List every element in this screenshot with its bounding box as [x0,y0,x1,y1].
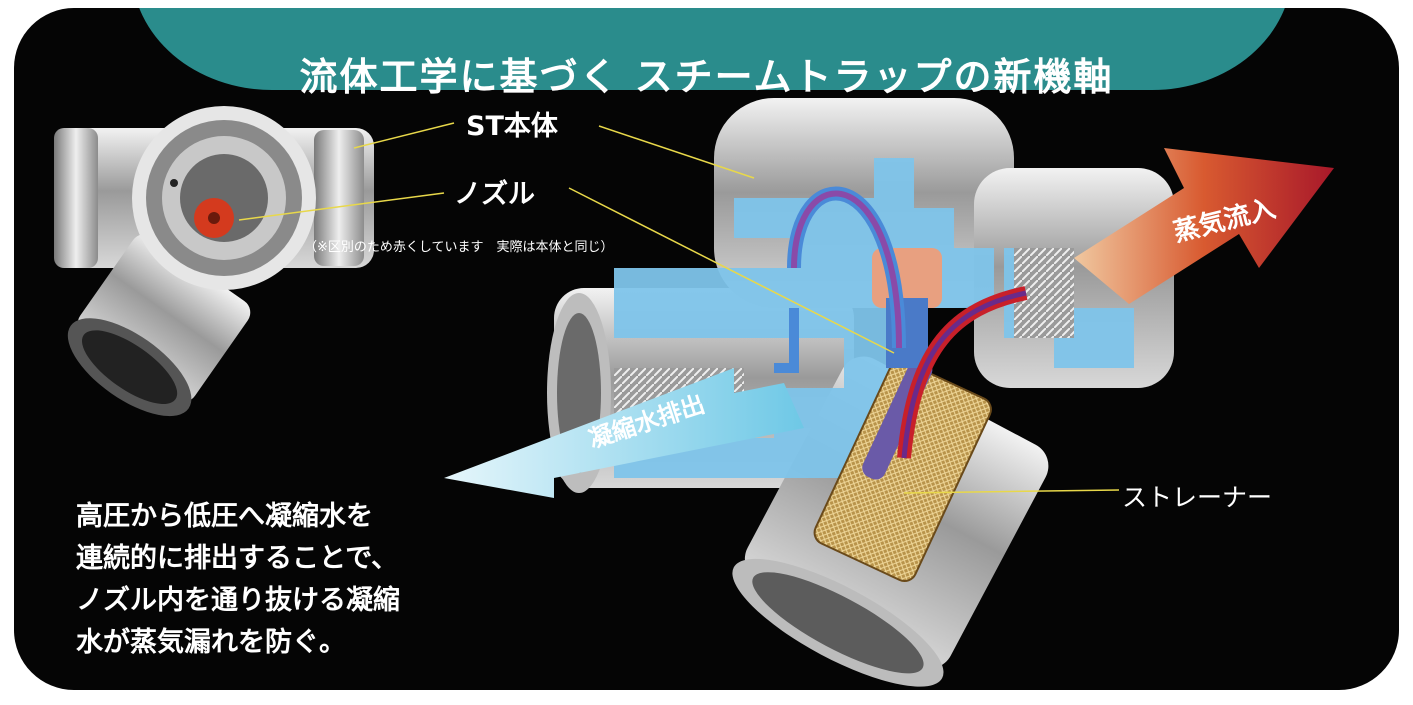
description-line: 連続的に排出することで、 [76,543,399,574]
nozzle-note: （※区別のため赤くしています 実際は本体と同じ） [304,240,614,255]
description-line: ノズル内を通り抜ける凝縮 [76,585,400,616]
illustration [54,98,1334,687]
title-tab [132,8,1292,90]
nozzle-label: ノズル [454,179,535,210]
description-line: 高圧から低圧へ凝縮水を [76,501,373,532]
description-line: 水が蒸気漏れを防ぐ。 [76,627,346,658]
trap-photo [54,106,374,417]
body-label: ST本体 [466,111,558,142]
page-title: 流体工学に基づく スチームトラップの新機軸 [299,55,1114,99]
cutaway-body [547,98,1174,687]
flow-path-arrow [774,186,1028,459]
description: 高圧から低圧へ凝縮水を 連続的に排出することで、 ノズル内を通り抜ける凝縮 水が… [76,496,400,664]
leader-lines [238,122,1120,494]
strainer-label: ストレーナー [1122,483,1273,512]
main-panel: 流体工学に基づく スチームトラップの新機軸 [14,8,1399,690]
steam-inflow-arrow [1074,148,1334,304]
condensate-outflow-arrow [444,368,804,498]
